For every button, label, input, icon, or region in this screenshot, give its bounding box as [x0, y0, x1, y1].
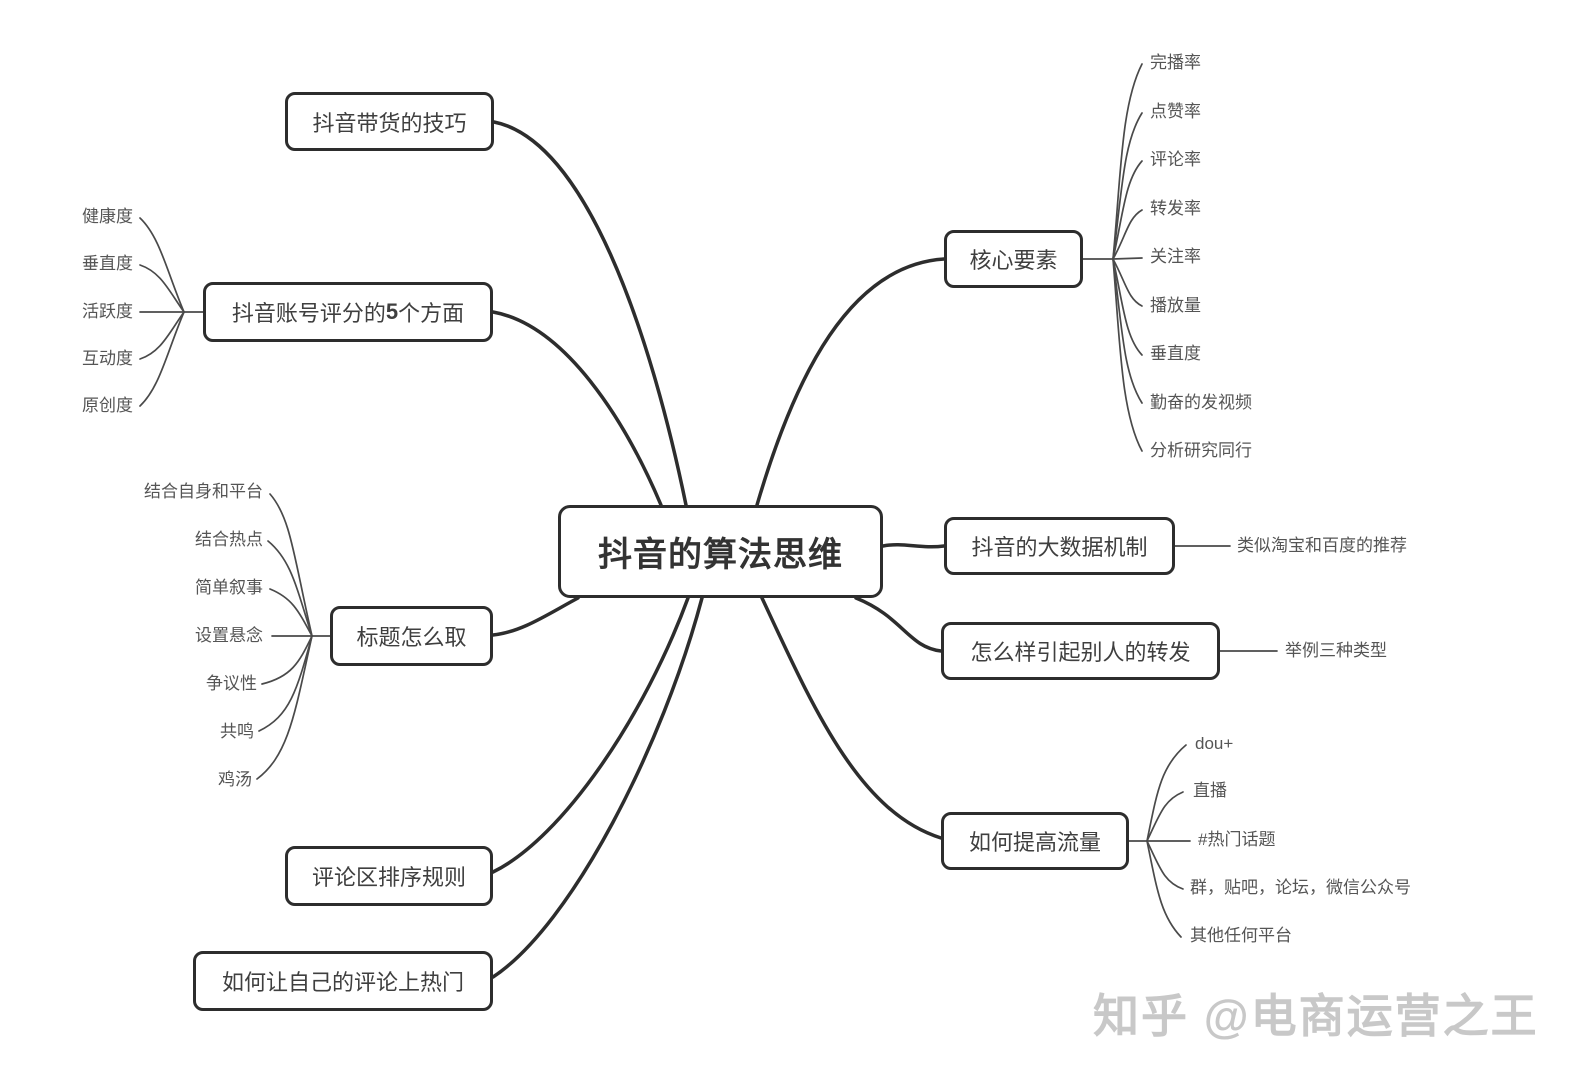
leaf-item[interactable]: 类似淘宝和百度的推荐 [1237, 536, 1407, 555]
branch-traffic[interactable]: 如何提高流量 [941, 812, 1129, 870]
leaf-item[interactable]: 群，贴吧，论坛，微信公众号 [1190, 878, 1411, 897]
leaf-item[interactable]: #热门话题 [1198, 830, 1276, 849]
watermark-text: 知乎 @电商运营之王 [1093, 990, 1539, 1042]
branch-comment-hot[interactable]: 如何让自己的评论上热门 [193, 951, 493, 1011]
leaf-item[interactable]: 活跃度 [82, 302, 133, 321]
leaf-item[interactable]: 互动度 [82, 349, 133, 368]
leaf-item[interactable]: 其他任何平台 [1190, 926, 1292, 945]
root-node[interactable]: 抖音的算法思维 [558, 505, 883, 598]
leaf-item[interactable]: 设置悬念 [195, 626, 263, 645]
leaf-item[interactable]: 垂直度 [82, 254, 133, 273]
leaf-item[interactable]: 健康度 [82, 207, 133, 226]
leaf-item[interactable]: 播放量 [1150, 296, 1201, 315]
leaf-item[interactable]: 转发率 [1150, 199, 1201, 218]
leaf-item[interactable]: 关注率 [1150, 247, 1201, 266]
leaf-item[interactable]: 举例三种类型 [1285, 641, 1387, 660]
branch-forwarding[interactable]: 怎么样引起别人的转发 [941, 622, 1220, 680]
leaf-item[interactable]: 勤奋的发视频 [1150, 393, 1252, 412]
leaf-item[interactable]: 垂直度 [1150, 344, 1201, 363]
branch-account-score-number: 5 [385, 299, 399, 324]
leaf-item[interactable]: 原创度 [82, 396, 133, 415]
leaf-item[interactable]: 分析研究同行 [1150, 441, 1252, 460]
branch-comment-sort-rules[interactable]: 评论区排序规则 [285, 846, 493, 906]
leaf-item[interactable]: 直播 [1193, 781, 1227, 800]
leaf-item[interactable]: 简单叙事 [195, 578, 263, 597]
leaf-item[interactable]: 点赞率 [1150, 102, 1201, 121]
leaf-item[interactable]: 结合热点 [195, 530, 263, 549]
branch-core-elements[interactable]: 核心要素 [944, 230, 1083, 288]
branch-bigdata[interactable]: 抖音的大数据机制 [944, 517, 1175, 575]
leaf-item[interactable]: 鸡汤 [218, 770, 252, 789]
leaf-item[interactable]: 完播率 [1150, 53, 1201, 72]
branch-title-howto[interactable]: 标题怎么取 [330, 606, 493, 666]
leaf-item[interactable]: 争议性 [206, 674, 257, 693]
branch-account-score-suffix: 个方面 [398, 301, 465, 326]
leaf-item[interactable]: 共鸣 [220, 722, 254, 741]
leaf-item[interactable]: dou+ [1195, 734, 1234, 753]
leaf-item[interactable]: 结合自身和平台 [144, 482, 263, 501]
branch-account-score-prefix: 抖音账号评分的 [231, 301, 386, 326]
branch-selling-tips[interactable]: 抖音带货的技巧 [285, 92, 494, 151]
leaf-item[interactable]: 评论率 [1150, 150, 1201, 169]
